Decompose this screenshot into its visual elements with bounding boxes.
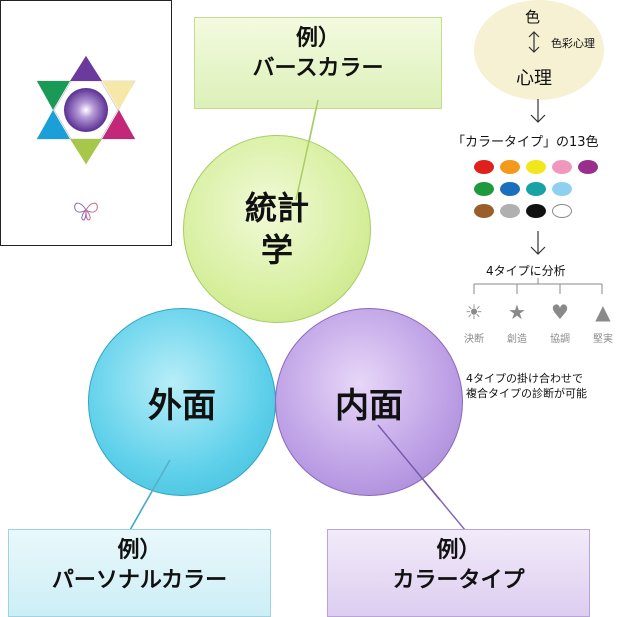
- color-dot: [526, 182, 546, 196]
- colortype-box-line1: 例）: [436, 538, 481, 563]
- color-dot: [552, 204, 572, 218]
- type-label: 決断: [464, 334, 484, 345]
- star-point-bottom: [70, 139, 102, 164]
- color-dot: [578, 160, 598, 174]
- tree-bracket: [473, 278, 603, 294]
- star-point-bottom-left: [37, 110, 70, 139]
- type-label: 堅実: [593, 334, 613, 345]
- star-of-david-logo: [36, 55, 136, 165]
- star-point-top-left: [37, 81, 70, 110]
- purple-orb: [64, 88, 108, 132]
- star-point-top: [70, 56, 102, 81]
- color-dot: [552, 182, 572, 196]
- down-arrow-icon: [530, 99, 546, 123]
- color-dot: [474, 182, 494, 196]
- inner-label: 内面: [335, 385, 403, 426]
- psychology-label: 心理: [516, 68, 552, 89]
- birth-box-line1: 例）: [295, 26, 340, 51]
- color-dot: [526, 204, 546, 218]
- birth-color-box: 例） バースカラー: [194, 17, 442, 109]
- statistics-line2: 学: [260, 231, 293, 269]
- type-label: 創造: [507, 334, 527, 345]
- type-label: 協調: [550, 334, 570, 345]
- color-dot: [500, 182, 520, 196]
- colortype-box-line2: カラータイプ: [392, 568, 525, 593]
- star-point-top-right: [102, 81, 135, 110]
- star-icon: ★: [508, 300, 526, 324]
- color-dot: [474, 204, 494, 218]
- color-dot: [526, 160, 546, 174]
- color-dot: [500, 204, 520, 218]
- outer-label: 外面: [148, 385, 216, 426]
- psychology-oval: [474, 0, 604, 100]
- double-arrow-icon: [528, 31, 540, 53]
- inner-circle: 内面: [275, 308, 463, 496]
- color-type-box: 例） カラータイプ: [327, 529, 590, 617]
- butterfly-icon: [74, 202, 98, 221]
- tree-icon: ▲: [595, 300, 611, 324]
- statistics-line1: 統計: [244, 189, 309, 227]
- down-arrow-icon-2: [530, 231, 546, 255]
- note-line1: 4タイプの掛け合わせで: [466, 372, 583, 385]
- birth-box-line2: バースカラー: [252, 56, 384, 81]
- star-point-bottom-right: [102, 110, 135, 139]
- personal-color-box: 例） パーソナルカラー: [8, 529, 271, 617]
- personal-box-line1: 例）: [117, 538, 162, 563]
- thirteen-colors-heading: 「カラータイプ」の13色: [452, 135, 599, 150]
- color-psychology-label: 色彩心理: [551, 37, 595, 50]
- note-line2: 複合タイプの診断が可能: [466, 387, 587, 400]
- statistics-circle: 統計 学: [183, 135, 371, 323]
- four-type-analysis-label: 4タイプに分析: [486, 264, 566, 278]
- color-dot: [474, 160, 494, 174]
- personal-box-line2: パーソナルカラー: [51, 568, 228, 593]
- color-dot: [552, 160, 572, 174]
- outer-circle: 外面: [88, 308, 276, 496]
- color-dot: [500, 160, 520, 174]
- sun-icon: ☀: [465, 300, 483, 324]
- color-label: 色: [525, 8, 541, 26]
- heart-icon: ♥: [551, 300, 569, 324]
